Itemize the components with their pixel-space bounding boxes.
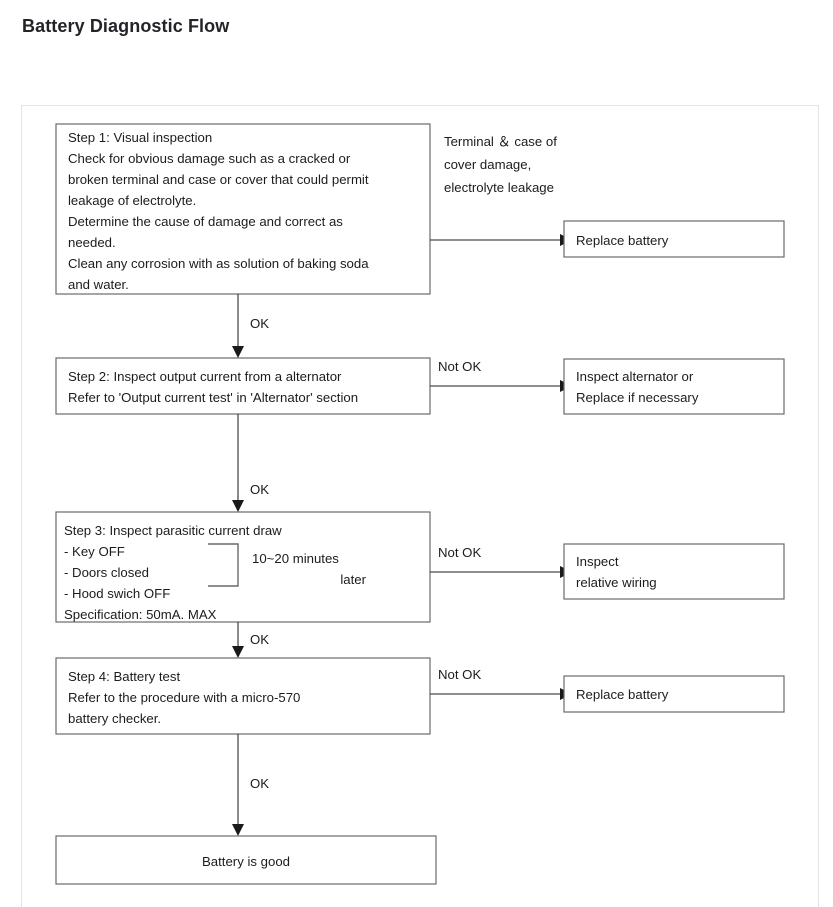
step4-box[interactable]: [55, 657, 431, 735]
step1-line-1: Step 1: Visual inspection: [68, 130, 212, 145]
out3-line-2: relative wiring: [576, 575, 657, 590]
arrow-head-icon: [232, 646, 244, 658]
step3-line-2: - Key OFF: [64, 544, 125, 559]
step3-line-5: Specification: 50mA. MAX: [64, 607, 217, 622]
step4-line-1: Step 4: Battery test: [68, 669, 180, 684]
out4-line-1: Replace battery: [576, 687, 669, 702]
step1-box[interactable]: [55, 123, 431, 295]
node-out1[interactable]: Replace battery: [563, 220, 785, 258]
step1-line-2: Check for obvious damage such as a crack…: [68, 151, 351, 166]
edge-label-ok-4: OK: [250, 776, 269, 791]
step1-line-4: leakage of electrolyte.: [68, 193, 196, 208]
node-step2[interactable]: Step 2: Inspect output current from a al…: [55, 357, 431, 415]
step3-line-4: - Hood swich OFF: [64, 586, 170, 601]
edge-step1-to-replace-battery: [430, 234, 572, 246]
out2-line-1: Inspect alternator or: [576, 369, 694, 384]
node-step3[interactable]: Step 3: Inspect parasitic current draw -…: [55, 511, 431, 623]
arrow-head-icon: [232, 824, 244, 836]
step3-inset-note-line-2: later: [340, 572, 366, 587]
annotation-step1-note: Terminal ＆ case of cover damage, electro…: [444, 134, 557, 195]
step4-line-3: battery checker.: [68, 711, 161, 726]
node-step1[interactable]: Step 1: Visual inspection Check for obvi…: [55, 123, 431, 295]
out4-box[interactable]: [563, 675, 785, 713]
step2-line-1: Step 2: Inspect output current from a al…: [68, 369, 342, 384]
step3-box[interactable]: [55, 511, 431, 623]
out3-box[interactable]: [563, 543, 785, 600]
out1-line-1: Replace battery: [576, 233, 669, 248]
step1-line-6: needed.: [68, 235, 116, 250]
step1-line-5: Determine the cause of damage and correc…: [68, 214, 343, 229]
step1-line-3: broken terminal and case or cover that c…: [68, 172, 369, 187]
result-good-box[interactable]: [55, 835, 437, 885]
flowchart-card: Step 1: Visual inspection Check for obvi…: [21, 105, 819, 907]
step2-line-2: Refer to 'Output current test' in 'Alter…: [68, 390, 358, 405]
result-good-label: Battery is good: [202, 854, 290, 869]
note-step1-line-1: Terminal ＆ case of: [444, 134, 557, 149]
edge-label-ok-3: OK: [250, 632, 269, 647]
step3-inset-note-line-1: 10~20 minutes: [252, 551, 339, 566]
step4-line-2: Refer to the procedure with a micro-570: [68, 690, 300, 705]
edge-label-ok-2: OK: [250, 482, 269, 497]
flowchart-svg: Step 1: Visual inspection Check for obvi…: [55, 123, 785, 885]
edge-step1-to-step2: OK: [232, 294, 269, 358]
edge-step4-to-out4: Not OK: [430, 667, 572, 700]
edge-step2-to-out2: Not OK: [430, 359, 572, 392]
node-step4[interactable]: Step 4: Battery test Refer to the proced…: [55, 657, 431, 735]
edge-step3-to-step4: OK: [232, 622, 269, 658]
note-step1-line-3: electrolyte leakage: [444, 180, 554, 195]
node-result-good[interactable]: Battery is good: [55, 835, 437, 885]
step3-line-3: - Doors closed: [64, 565, 149, 580]
out2-box[interactable]: [563, 358, 785, 415]
edge-step3-to-out3: Not OK: [430, 545, 572, 578]
edge-step4-to-result: OK: [232, 734, 269, 836]
step1-line-7: Clean any corrosion with as solution of …: [68, 256, 369, 271]
node-out3[interactable]: Inspect relative wiring: [563, 543, 785, 600]
node-out4[interactable]: Replace battery: [563, 675, 785, 713]
arrow-head-icon: [232, 500, 244, 512]
step2-box[interactable]: [55, 357, 431, 415]
step1-line-8: and water.: [68, 277, 129, 292]
edge-label-notok-2: Not OK: [438, 545, 481, 560]
out1-box[interactable]: [563, 220, 785, 258]
arrow-head-icon: [232, 346, 244, 358]
edge-step2-to-step3: OK: [232, 414, 269, 512]
node-out2[interactable]: Inspect alternator or Replace if necessa…: [563, 358, 785, 415]
step3-line-1: Step 3: Inspect parasitic current draw: [64, 523, 282, 538]
edge-label-ok-1: OK: [250, 316, 269, 331]
page-title: Battery Diagnostic Flow: [22, 16, 230, 36]
grouping-bracket-icon: [208, 543, 239, 587]
out3-line-1: Inspect: [576, 554, 619, 569]
edge-label-notok-3: Not OK: [438, 667, 481, 682]
note-step1-line-2: cover damage,: [444, 157, 531, 172]
edge-label-notok-1: Not OK: [438, 359, 481, 374]
out2-line-2: Replace if necessary: [576, 390, 699, 405]
